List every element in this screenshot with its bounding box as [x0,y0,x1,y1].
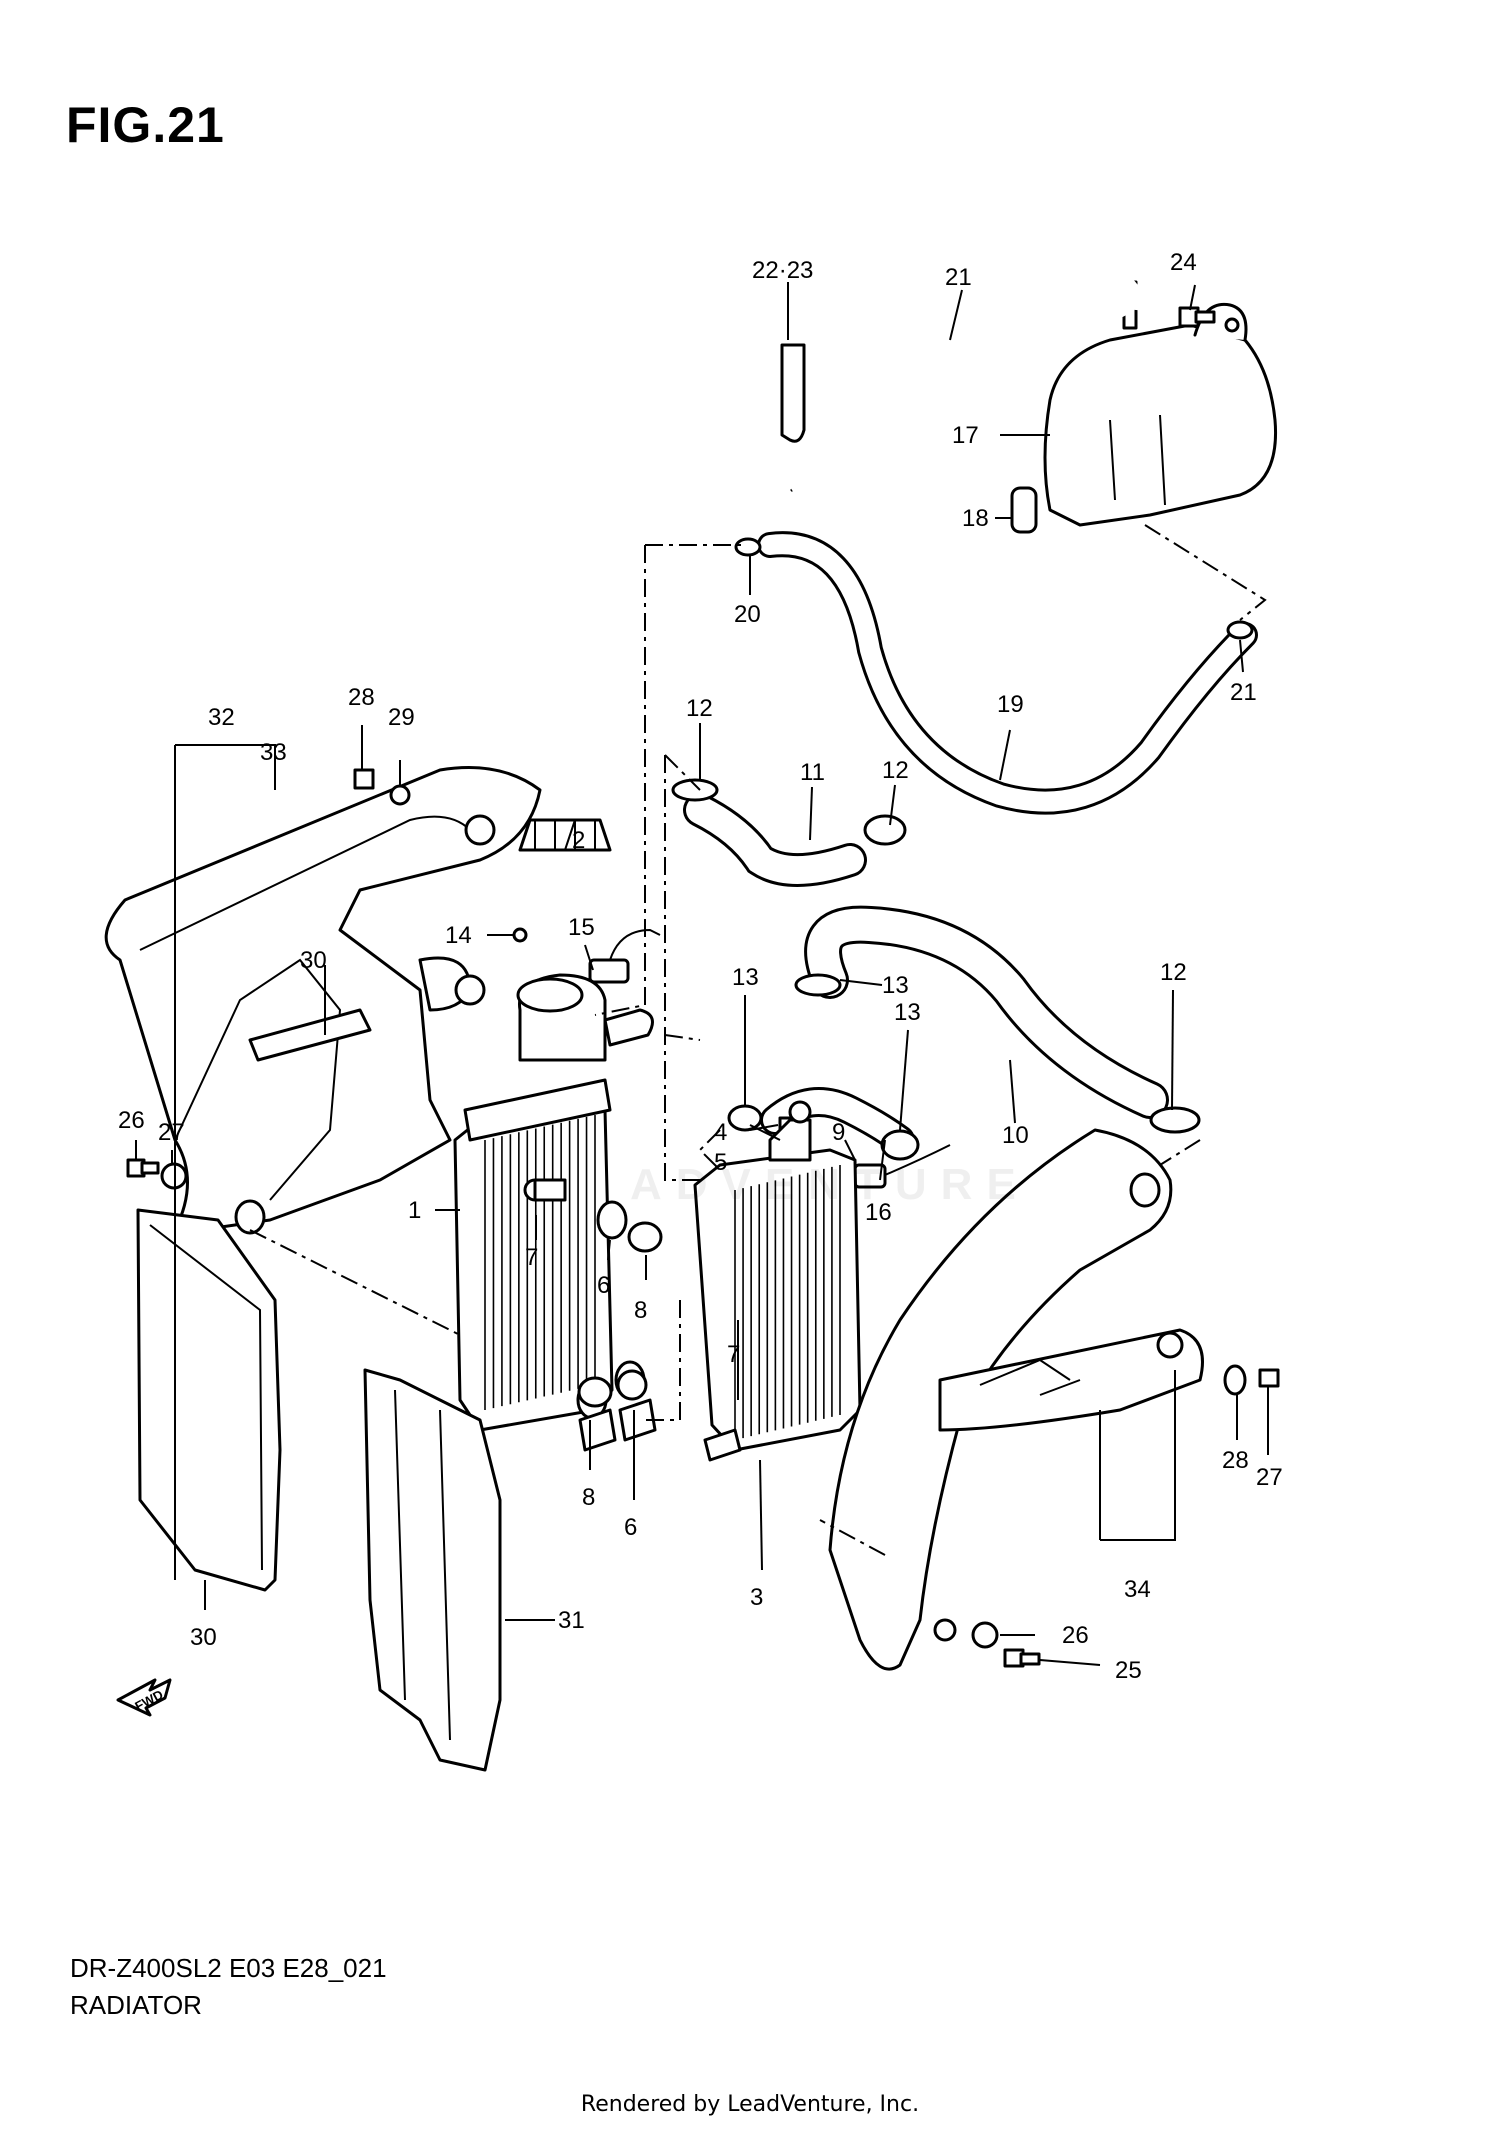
callout-9: 9 [832,1119,845,1146]
right-shroud [828,1128,1204,1671]
tank-grommet [1010,486,1038,534]
callout-25-a: 26 [118,1107,145,1134]
thermo-switch [588,928,661,984]
callout-17: 17 [952,422,979,449]
callout-13-b: 13 [882,972,909,999]
callout-26-b: 26 [1062,1622,1089,1649]
watermark: ADVENTURE [630,1160,1030,1209]
radiator-cap [518,818,612,852]
callout-7-b: 7 [727,1341,740,1368]
callout-6-a: 6 [597,1272,610,1299]
callout-14: 14 [445,922,472,949]
callout-12-c: 12 [1160,959,1187,986]
callout-27-b: 27 [1256,1464,1283,1491]
callout-2: 2 [572,827,585,854]
callout-24: 24 [1170,249,1197,276]
callout-32: 33 [260,739,287,766]
assembly-name: RADIATOR [70,1990,202,2020]
tank-bolt [1178,306,1216,328]
callout-18: 18 [962,505,989,532]
fan-switch [853,1144,951,1189]
callout-leaders [135,282,1269,1666]
radiator-hose-19 [757,531,1258,815]
callout-1: 1 [408,1197,421,1224]
callout-3: 3 [750,1584,763,1611]
callout-31: 32 [208,704,235,731]
callout-33: 34 [1124,1576,1151,1603]
callout-15: 15 [568,914,595,941]
reference-lines [249,524,1267,1556]
callout-11: 11 [800,759,825,786]
callout-25-b: 25 [1115,1657,1142,1684]
callout-28-a: 29 [388,704,415,731]
callout-10: 10 [1002,1122,1029,1149]
callout-26-a: 27 [158,1119,185,1146]
callout-8-a: 8 [634,1297,647,1324]
figure-title: FIG.21 [66,97,225,153]
callout-30-b: 31 [558,1607,585,1634]
hose-guide-clip [780,343,806,443]
overflow-hose [787,256,1145,497]
grommets [523,1178,742,1462]
callout-13-a: 13 [732,964,759,991]
callout-21-b: 21 [1230,679,1257,706]
callout-28-b: 28 [1222,1447,1249,1474]
radiator-guard-right [363,1368,502,1772]
callout-21-a: 20 [734,601,761,628]
callout-30-a: 30 [190,1624,217,1651]
radiator-hose-10 [804,905,1169,1119]
callout-20: 21 [945,264,972,291]
callout-12-a: 12 [686,695,713,722]
radiator-hose-11 [683,793,867,887]
callout-12-b: 12 [882,757,909,784]
left-shroud [104,766,542,1232]
callout-29: 30 [300,947,327,974]
model-code: DR-Z400SL2 E03 E28_021 [70,1953,387,1983]
right-shroud-bolts [971,1364,1280,1668]
hose-clamps [671,537,1254,1161]
callout-27-a: 28 [348,684,375,711]
callout-7-a: 7 [525,1244,538,1271]
callout-labels: 22·23 21 24 17 18 20 21 19 12 11 12 13 1… [118,249,1283,1684]
rendered-by: Rendered by LeadVenture, Inc. [580,2092,920,2117]
callout-22-23: 22·23 [752,257,813,284]
callout-13-c: 13 [894,999,921,1026]
callout-19: 19 [997,691,1024,718]
radiator-left-core [484,1115,596,1410]
callout-4: 4 [714,1119,727,1146]
callout-8-b: 8 [582,1484,595,1511]
callout-5: 5 [714,1149,727,1176]
callout-16: 16 [865,1199,892,1226]
callout-6-b: 6 [624,1514,637,1541]
fwd-arrow-icon: FWD [116,1678,172,1717]
radiator-guard-left [136,1208,282,1592]
radiator-right-core [734,1165,841,1440]
